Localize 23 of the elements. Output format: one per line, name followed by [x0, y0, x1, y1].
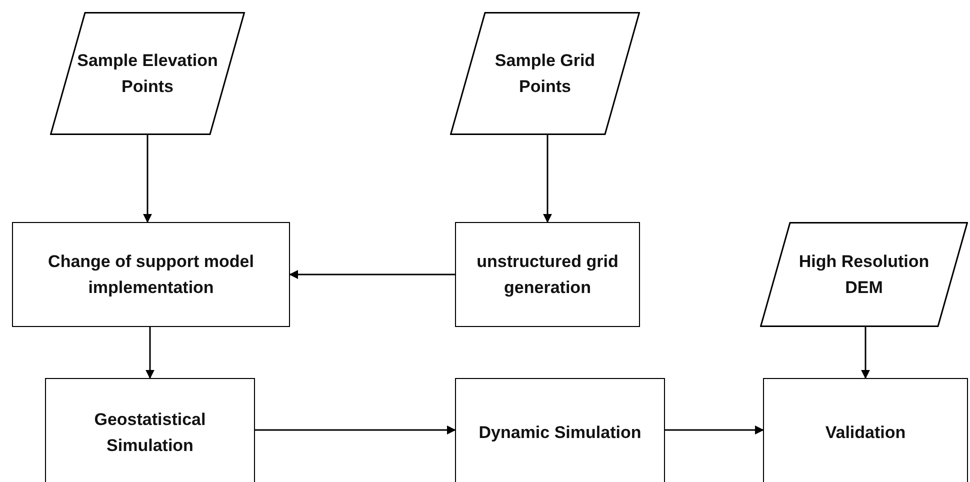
process-box	[12, 222, 290, 327]
arrow	[861, 327, 870, 379]
arrow	[143, 135, 152, 223]
node-label: Sample Elevation Points	[76, 50, 219, 98]
data-parallelogram	[450, 12, 640, 135]
arrow	[665, 426, 764, 434]
process-box	[455, 378, 665, 482]
arrow	[255, 426, 456, 434]
node-label: Validation	[825, 422, 906, 444]
data-parallelogram	[50, 12, 245, 135]
node-label: High Resolution DEM	[798, 250, 930, 298]
data-parallelogram	[760, 222, 968, 327]
process-box	[45, 378, 255, 482]
arrow	[543, 135, 552, 223]
node-label: Geostatistical Simulation	[93, 409, 207, 457]
process-box	[763, 378, 968, 482]
arrow	[146, 327, 154, 379]
arrow	[289, 270, 455, 279]
node-label: Sample Grid Points	[494, 50, 596, 98]
node-label: Dynamic Simulation	[478, 422, 642, 444]
node-label: Change of support model implementation	[47, 250, 255, 298]
process-box	[455, 222, 640, 327]
node-label: unstructured grid generation	[476, 250, 620, 299]
